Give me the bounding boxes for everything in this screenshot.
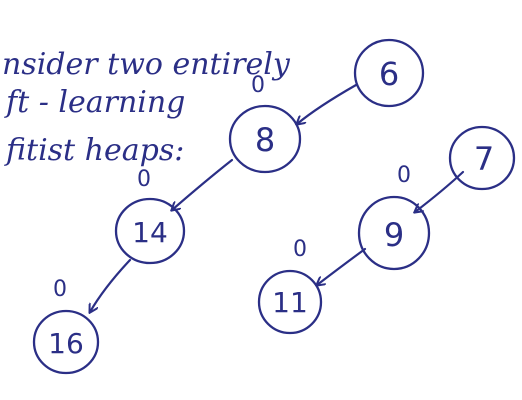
node-11-label: 11	[272, 286, 308, 319]
node-14-circle	[114, 197, 186, 265]
node-16-label: 16	[48, 327, 84, 360]
node-11-circle	[257, 269, 323, 335]
node-16: 0 16	[32, 277, 100, 375]
node-6-circle	[353, 38, 425, 108]
handwriting-line-1: nsider two entirely	[2, 47, 291, 82]
node-8-label: 8	[255, 121, 275, 159]
node-8-rank: 0	[251, 73, 265, 98]
edge-14-to-16	[90, 258, 132, 312]
edge-6-to-8	[297, 83, 358, 124]
node-11: 0 11	[257, 237, 323, 335]
handwriting-line-3: fitist heaps:	[4, 133, 184, 168]
node-14-rank: 0	[137, 167, 151, 192]
edge-8-to-14	[172, 158, 234, 210]
node-7-label: 7	[474, 140, 494, 178]
node-9: 0 9	[357, 163, 431, 271]
node-8: 0 8	[228, 73, 302, 174]
node-7-circle	[448, 125, 516, 191]
edge-9-to-11	[317, 247, 367, 285]
node-7: 7	[448, 125, 516, 191]
node-9-circle	[357, 195, 431, 271]
node-14: 0 14	[114, 167, 186, 265]
node-9-label: 9	[384, 216, 404, 254]
node-14-label: 14	[132, 216, 168, 249]
handwriting-line-2: ft - learning	[4, 85, 185, 120]
node-6: 6	[353, 38, 425, 108]
node-16-circle	[32, 309, 100, 375]
node-11-rank: 0	[293, 237, 307, 262]
node-9-rank: 0	[397, 163, 411, 188]
edge-7-to-9	[415, 170, 465, 212]
node-16-rank: 0	[53, 277, 67, 302]
node-8-circle	[228, 104, 302, 174]
node-6-label: 6	[379, 55, 399, 93]
